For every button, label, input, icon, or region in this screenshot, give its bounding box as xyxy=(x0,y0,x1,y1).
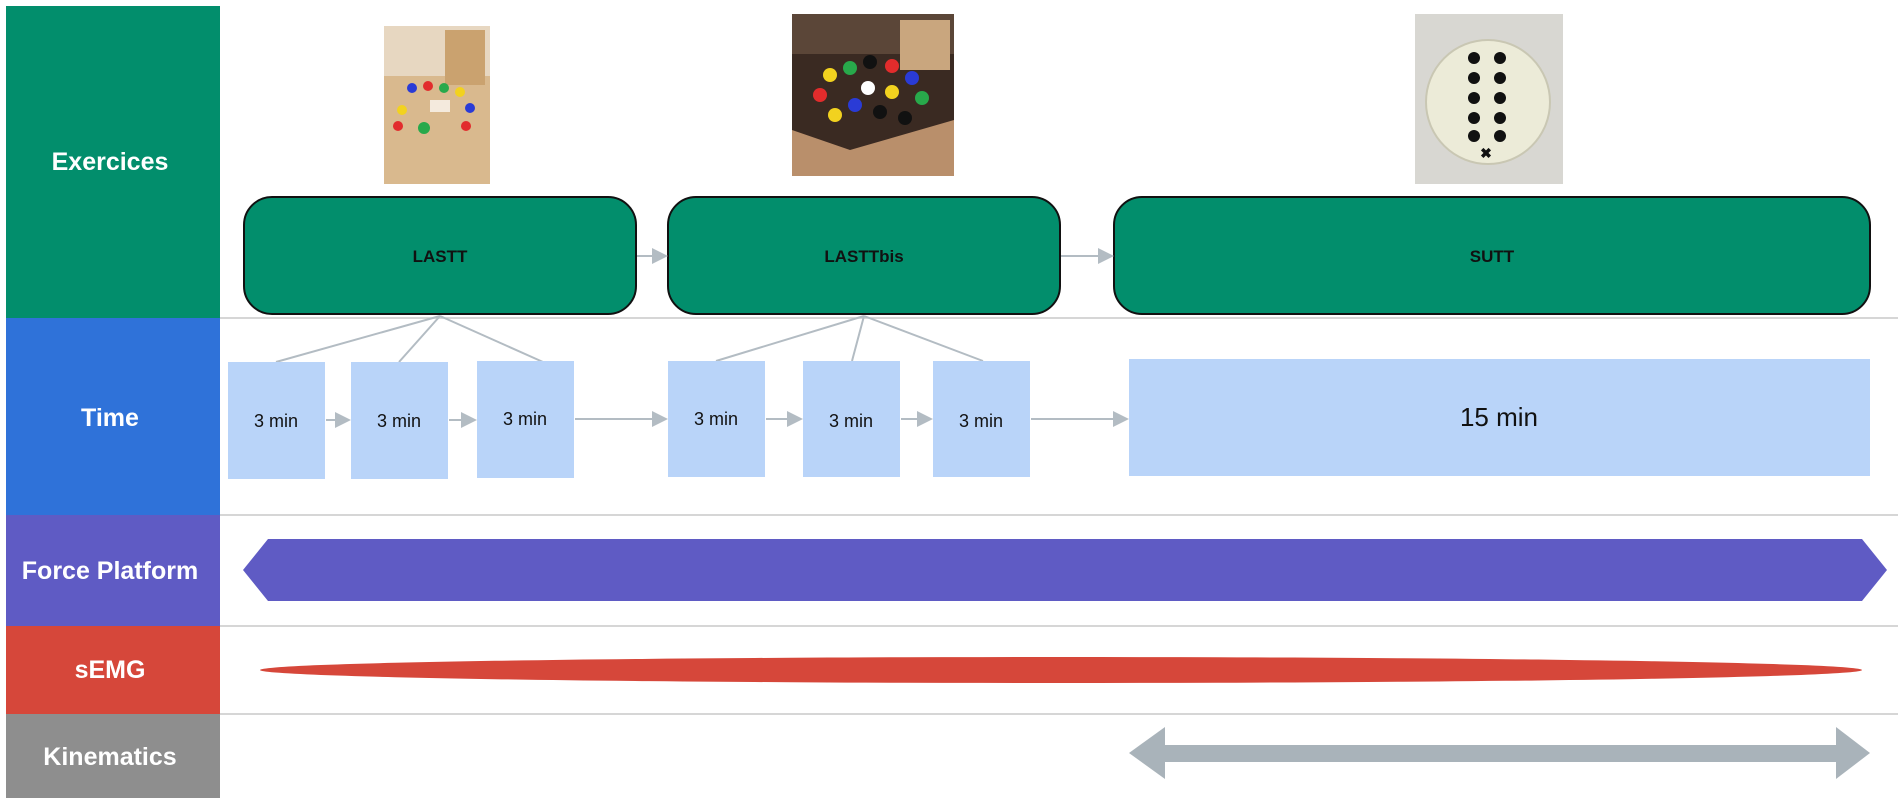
row-label-semg: sEMG xyxy=(75,656,146,684)
exercise-lastt: LASTT xyxy=(243,196,637,315)
time-block-label: 3 min xyxy=(503,409,547,429)
time-block-long xyxy=(1129,359,1870,476)
row-labels: Exercices Time Force Platform sEMG Kinem… xyxy=(6,6,220,798)
kinematics-span-arrow xyxy=(1129,727,1870,779)
row-dividers xyxy=(220,317,1898,715)
time-block xyxy=(933,361,1030,477)
semg-span-bar xyxy=(260,657,1862,683)
exercise-lastt-label: LASTT xyxy=(413,247,468,266)
time-block-long-label: 15 min xyxy=(1460,402,1538,432)
row-label-exercices-bg xyxy=(6,6,220,318)
pegboard-colored-pins-photo-icon xyxy=(792,14,954,176)
row-label-kinematics: Kinematics xyxy=(43,743,176,771)
time-block xyxy=(803,361,900,477)
time-block xyxy=(668,361,765,477)
exercise-sutt-label: SUTT xyxy=(1470,247,1515,266)
row-label-force-platform-bg xyxy=(6,515,220,626)
row-label-semg-bg xyxy=(6,626,220,714)
time-block-label: 3 min xyxy=(959,411,1003,431)
row-label-exercices: Exercices xyxy=(52,148,169,176)
time-block-label: 3 min xyxy=(694,409,738,429)
time-flow-arrows xyxy=(326,411,1129,428)
round-pegboard-photo-icon: ✖ xyxy=(1415,14,1563,184)
row-label-time-bg xyxy=(6,318,220,515)
time-block xyxy=(477,361,574,478)
force-platform-span-arrow xyxy=(243,539,1887,601)
pegboard-photo-icon xyxy=(384,26,490,184)
exercise-sutt: SUTT xyxy=(1113,196,1871,315)
row-label-kinematics-bg xyxy=(6,714,220,798)
row-label-time: Time xyxy=(81,404,139,432)
svg-text:✖: ✖ xyxy=(1480,145,1492,161)
time-blocks: 3 min 3 min 3 min 3 min 3 min 3 min 15 m… xyxy=(228,359,1870,479)
row-label-force-platform: Force Platform xyxy=(22,557,198,585)
exercise-lasttbis: LASTTbis xyxy=(667,196,1061,315)
time-block xyxy=(351,362,448,479)
time-block xyxy=(228,362,325,479)
time-block-label: 3 min xyxy=(829,411,873,431)
time-block-label: 3 min xyxy=(254,411,298,431)
exercise-time-connectors xyxy=(275,315,984,363)
exercise-lasttbis-label: LASTTbis xyxy=(824,247,903,266)
time-block-label: 3 min xyxy=(377,411,421,431)
